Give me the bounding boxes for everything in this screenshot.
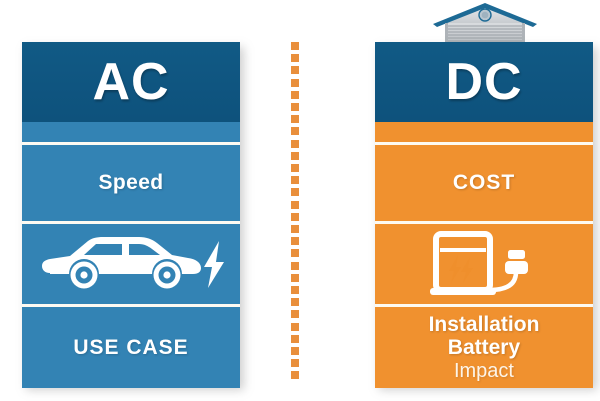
dc-band-impact-stack: Installation Battery Impact xyxy=(429,313,540,382)
ac-band-speed: Speed xyxy=(22,145,240,221)
divider-dot xyxy=(291,200,299,209)
ac-header-strip xyxy=(22,122,240,142)
divider-dot xyxy=(291,90,299,99)
ac-header: AC xyxy=(22,42,240,122)
divider-dot xyxy=(291,54,299,63)
dotted-divider xyxy=(291,42,300,386)
divider-dot xyxy=(291,273,299,282)
divider-dot xyxy=(291,298,299,307)
divider-dot xyxy=(291,249,299,258)
divider-dot xyxy=(291,151,299,160)
lightning-bolt-icon xyxy=(204,241,224,288)
ac-separator-2 xyxy=(22,221,240,224)
divider-dot xyxy=(291,127,299,136)
divider-dot xyxy=(291,371,299,380)
dc-band-impact: Installation Battery Impact xyxy=(375,307,593,388)
ac-header-title: AC xyxy=(92,53,170,111)
garage-icon xyxy=(430,2,540,46)
ac-band-icon xyxy=(22,224,240,304)
divider-dot xyxy=(291,359,299,368)
divider-dot xyxy=(291,212,299,221)
electric-car-icon xyxy=(42,237,224,289)
divider-dot xyxy=(291,78,299,87)
dc-header: DC xyxy=(375,42,593,122)
divider-dot xyxy=(291,176,299,185)
dc-impact-line-2: Battery xyxy=(447,336,521,360)
dc-separator-2 xyxy=(375,221,593,224)
dc-impact-line-3: Impact xyxy=(453,359,514,382)
dc-impact-line-1: Installation xyxy=(428,312,540,336)
dc-header-strip xyxy=(375,122,593,142)
dc-band-icon xyxy=(375,224,593,304)
divider-dot xyxy=(291,103,299,111)
dc-separator-3 xyxy=(375,304,593,307)
divider-dot xyxy=(291,164,299,172)
ac-separator-1 xyxy=(22,142,240,145)
dc-column: DC COST xyxy=(375,42,593,388)
divider-dot xyxy=(291,322,299,331)
ac-band-speed-label: Speed xyxy=(98,171,164,194)
ac-separator-3 xyxy=(22,304,240,307)
divider-dot xyxy=(291,286,299,294)
ac-band-usecase-label: USE CASE xyxy=(73,335,189,359)
ac-column: AC Speed xyxy=(22,42,240,388)
divider-dot xyxy=(291,334,299,343)
divider-dot xyxy=(291,261,299,270)
divider-dot xyxy=(291,188,299,197)
divider-dot xyxy=(291,66,299,75)
divider-dot xyxy=(291,310,299,319)
dc-band-cost: COST xyxy=(375,145,593,221)
divider-dot xyxy=(291,139,299,148)
dc-band-cost-label: COST xyxy=(452,171,516,194)
divider-dot xyxy=(291,42,299,50)
divider-dot xyxy=(291,115,299,124)
dc-separator-1 xyxy=(375,142,593,145)
dc-header-title: DC xyxy=(445,53,523,111)
divider-dot xyxy=(291,347,299,355)
divider-dot xyxy=(291,237,299,246)
ev-charging-station-icon xyxy=(430,231,528,295)
divider-dot xyxy=(291,225,299,233)
ac-band-usecase: USE CASE xyxy=(22,307,240,388)
